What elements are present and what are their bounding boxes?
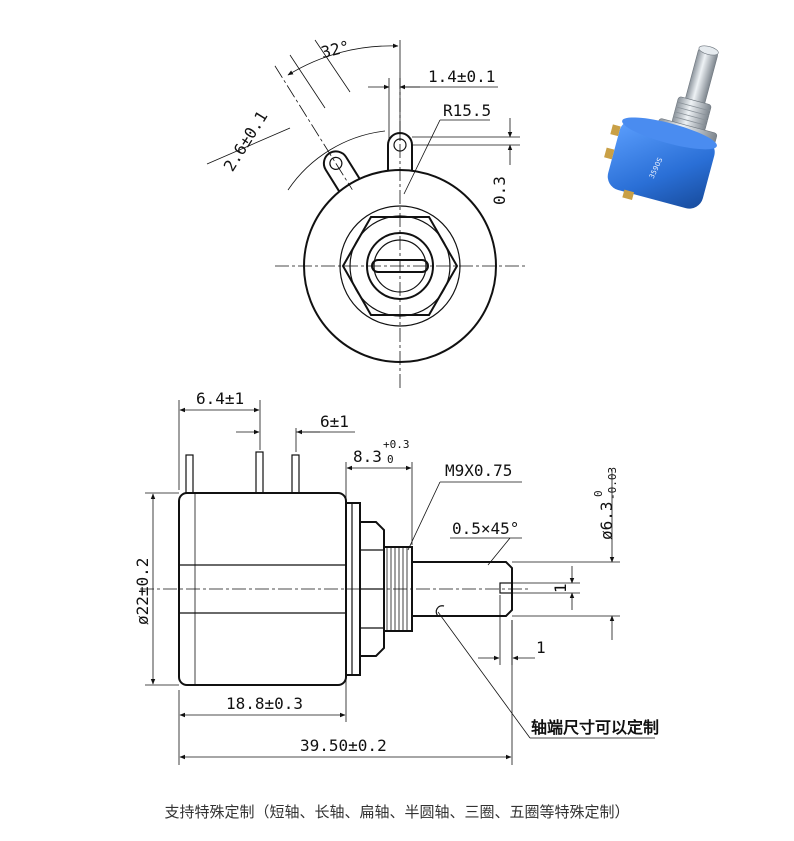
dim-bushing-lower-tol: 0 [387, 453, 394, 466]
dim-body-length: 18.8±0.3 [226, 694, 303, 713]
dim-lug-width: 2.6±0.1 [220, 108, 272, 175]
side-view: 6.4±1 6±1 8.3 +0.3 0 M9X0.75 0.5×45° ø6.… [133, 389, 659, 765]
dim-shaft-upper-tol: 0 [592, 490, 605, 497]
dim-shaft-diameter: ø6.3 [597, 501, 616, 540]
dim-bushing-upper-tol: +0.3 [383, 438, 410, 451]
dim-chamfer: 0.5×45° [452, 519, 519, 538]
custom-caption: 支持特殊定制（短轴、长轴、扁轴、半圆轴、三圈、五圈等特殊定制） [164, 803, 630, 821]
dim-total-length: 39.50±0.2 [300, 736, 387, 755]
dim-radius: R15.5 [443, 101, 491, 120]
dim-bushing-length: 8.3 [353, 447, 382, 466]
dim-shaft-offset: 1.4±0.1 [428, 67, 495, 86]
product-photo: 3590S [604, 45, 719, 209]
dim-slot-width: 1 [551, 583, 570, 593]
dim-pin-span-1: 6.4±1 [196, 389, 244, 408]
dim-pin-span-2: 6±1 [320, 412, 349, 431]
dim-angle: 32° [319, 37, 352, 62]
shaft-custom-note: 轴端尺寸可以定制 [531, 718, 659, 737]
dim-shaft-lower-tol: -0.03 [606, 467, 619, 500]
front-view: 32° 2.6±0.1 1.4±0.1 R15.5 0.3 [206, 37, 525, 390]
dim-thread: M9X0.75 [445, 461, 512, 480]
dim-slot-depth: 1 [536, 638, 546, 657]
dim-lug-height: 0.3 [490, 176, 509, 205]
dim-body-diameter: ø22±0.2 [133, 558, 152, 625]
